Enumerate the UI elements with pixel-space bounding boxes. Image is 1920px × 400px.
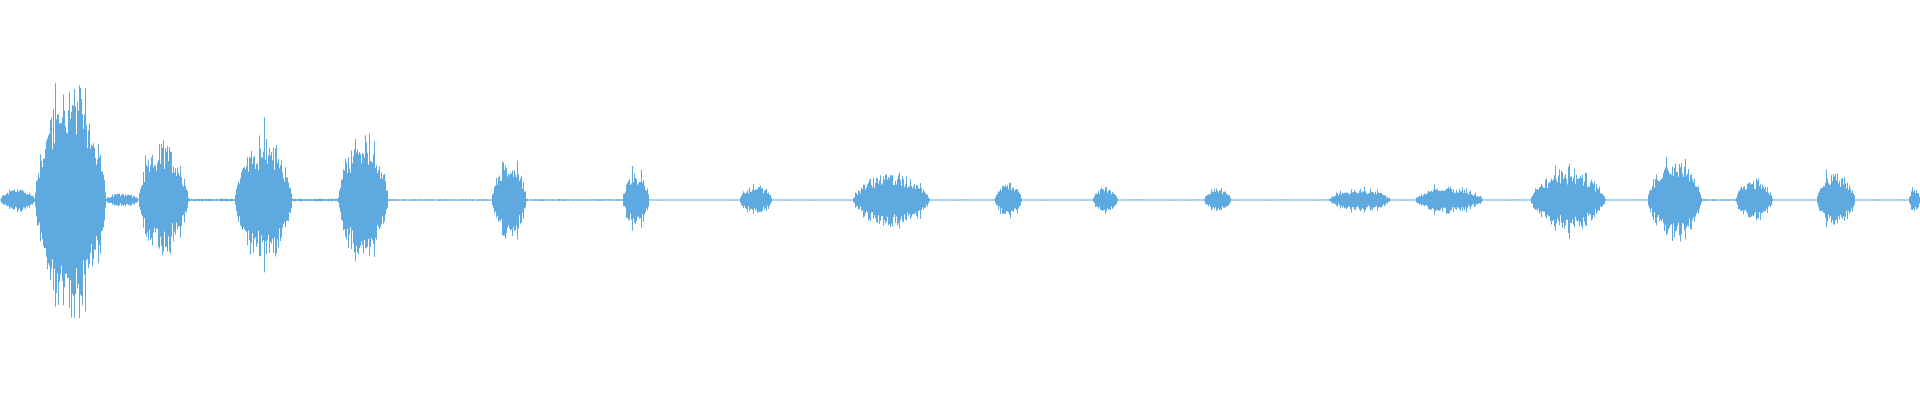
- waveform-segment: [526, 198, 623, 202]
- waveform-segment: [1117, 199, 1204, 201]
- waveform-segment: [1415, 184, 1483, 216]
- waveform-segment: [1701, 199, 1736, 201]
- waveform-segment: [188, 198, 235, 202]
- waveform-segment: [648, 199, 740, 201]
- waveform-segment: [1092, 187, 1118, 214]
- waveform-segment: [34, 83, 106, 319]
- waveform-segment: [1647, 157, 1702, 242]
- waveform-segment: [138, 140, 189, 256]
- waveform-segment: [1530, 163, 1606, 239]
- waveform-segment: [1328, 186, 1391, 213]
- waveform-segment: [105, 193, 139, 207]
- waveform-segment: [234, 117, 292, 273]
- waveform-segment: [1203, 188, 1231, 212]
- waveform-segment: [1605, 199, 1648, 201]
- waveform-segment: [291, 198, 338, 202]
- waveform-segment: [739, 183, 772, 214]
- waveform-segment: [337, 133, 388, 262]
- waveform-segment: [994, 182, 1022, 218]
- waveform-segment: [1390, 199, 1416, 201]
- waveform-segment: [387, 199, 492, 202]
- waveform-segment: [929, 199, 995, 201]
- waveform-segment: [1908, 187, 1920, 211]
- waveform-bars: [0, 83, 1920, 319]
- waveform-segment: [1230, 199, 1329, 201]
- waveform-segment: [1735, 178, 1773, 221]
- waveform-segment: [852, 172, 930, 229]
- waveform-segment: [1772, 199, 1817, 201]
- waveform-segment: [491, 160, 527, 240]
- waveform-segment: [0, 188, 35, 213]
- waveform-segment: [1021, 199, 1093, 201]
- waveform-segment: [1854, 199, 1909, 201]
- waveform-segment: [622, 166, 649, 231]
- waveform-segment: [1482, 199, 1531, 201]
- waveform-segment: [1816, 169, 1855, 227]
- waveform-segment: [771, 199, 853, 201]
